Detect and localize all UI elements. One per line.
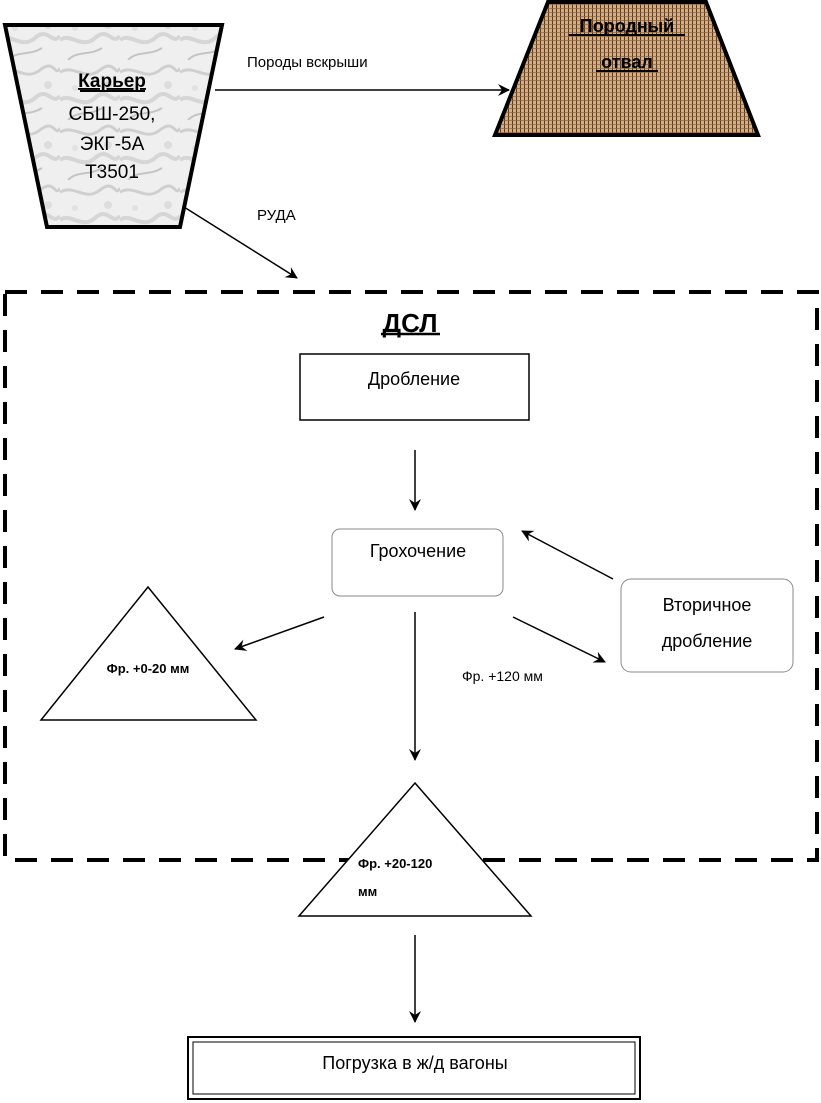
secondary-crushing-node[interactable]: Вторичное дробление <box>620 578 794 673</box>
fine-fraction-triangle <box>39 585 258 721</box>
screening-label: Грохочение <box>370 541 466 561</box>
medium-fraction-triangle <box>297 781 533 917</box>
dump-title-2: отвал <box>601 52 653 72</box>
rail-loading-inner-box <box>192 1041 636 1095</box>
crushing-box <box>299 353 530 421</box>
oversize-label: Фр. +120 мм <box>462 668 543 684</box>
quarry-title: Карьер <box>78 71 146 92</box>
secondary-crushing-label-2: дробление <box>662 631 753 651</box>
recycle-arrow <box>521 530 614 580</box>
crushing-label: Дробление <box>368 369 460 389</box>
crushing-node[interactable]: Дробление <box>299 353 530 421</box>
ore-arrow <box>183 206 298 279</box>
ore-label: РУДА <box>257 207 296 224</box>
fine-fraction-label: Фр. +0-20 мм <box>107 661 190 676</box>
quarry-equipment-2: ЭКГ-5А <box>80 134 145 155</box>
secondary-crushing-box <box>620 578 794 673</box>
dump-title-1: Породный <box>580 16 674 36</box>
rail-loading-outer-box <box>187 1036 641 1100</box>
oversize-arrow <box>512 616 606 663</box>
medium-fraction-label-1: Фр. +20-120 <box>358 856 432 871</box>
medium-fraction-label-2: мм <box>358 884 377 899</box>
quarry-node[interactable]: Карьер СБШ-250, ЭКГ-5А Т3501 <box>2 23 225 229</box>
dump-shape <box>492 0 761 137</box>
quarry-equipment-3: Т3501 <box>85 162 139 183</box>
screening-node[interactable]: Грохочение <box>331 528 504 597</box>
overburden-label: Породы вскрыши <box>247 54 368 71</box>
fine-fraction-pile[interactable]: Фр. +0-20 мм <box>39 585 258 721</box>
screening-box <box>331 528 504 597</box>
rail-loading-label: Погрузка в ж/д вагоны <box>322 1053 507 1073</box>
secondary-crushing-label-1: Вторичное <box>663 595 752 615</box>
fine-fraction-arrow <box>234 616 325 651</box>
quarry-shape <box>2 23 225 229</box>
waste-dump-node[interactable]: Породный отвал <box>492 0 761 137</box>
medium-fraction-pile[interactable]: Фр. +20-120 мм <box>297 781 533 917</box>
quarry-equipment-1: СБШ-250, <box>69 104 156 125</box>
rail-loading-node[interactable]: Погрузка в ж/д вагоны <box>187 1036 641 1100</box>
